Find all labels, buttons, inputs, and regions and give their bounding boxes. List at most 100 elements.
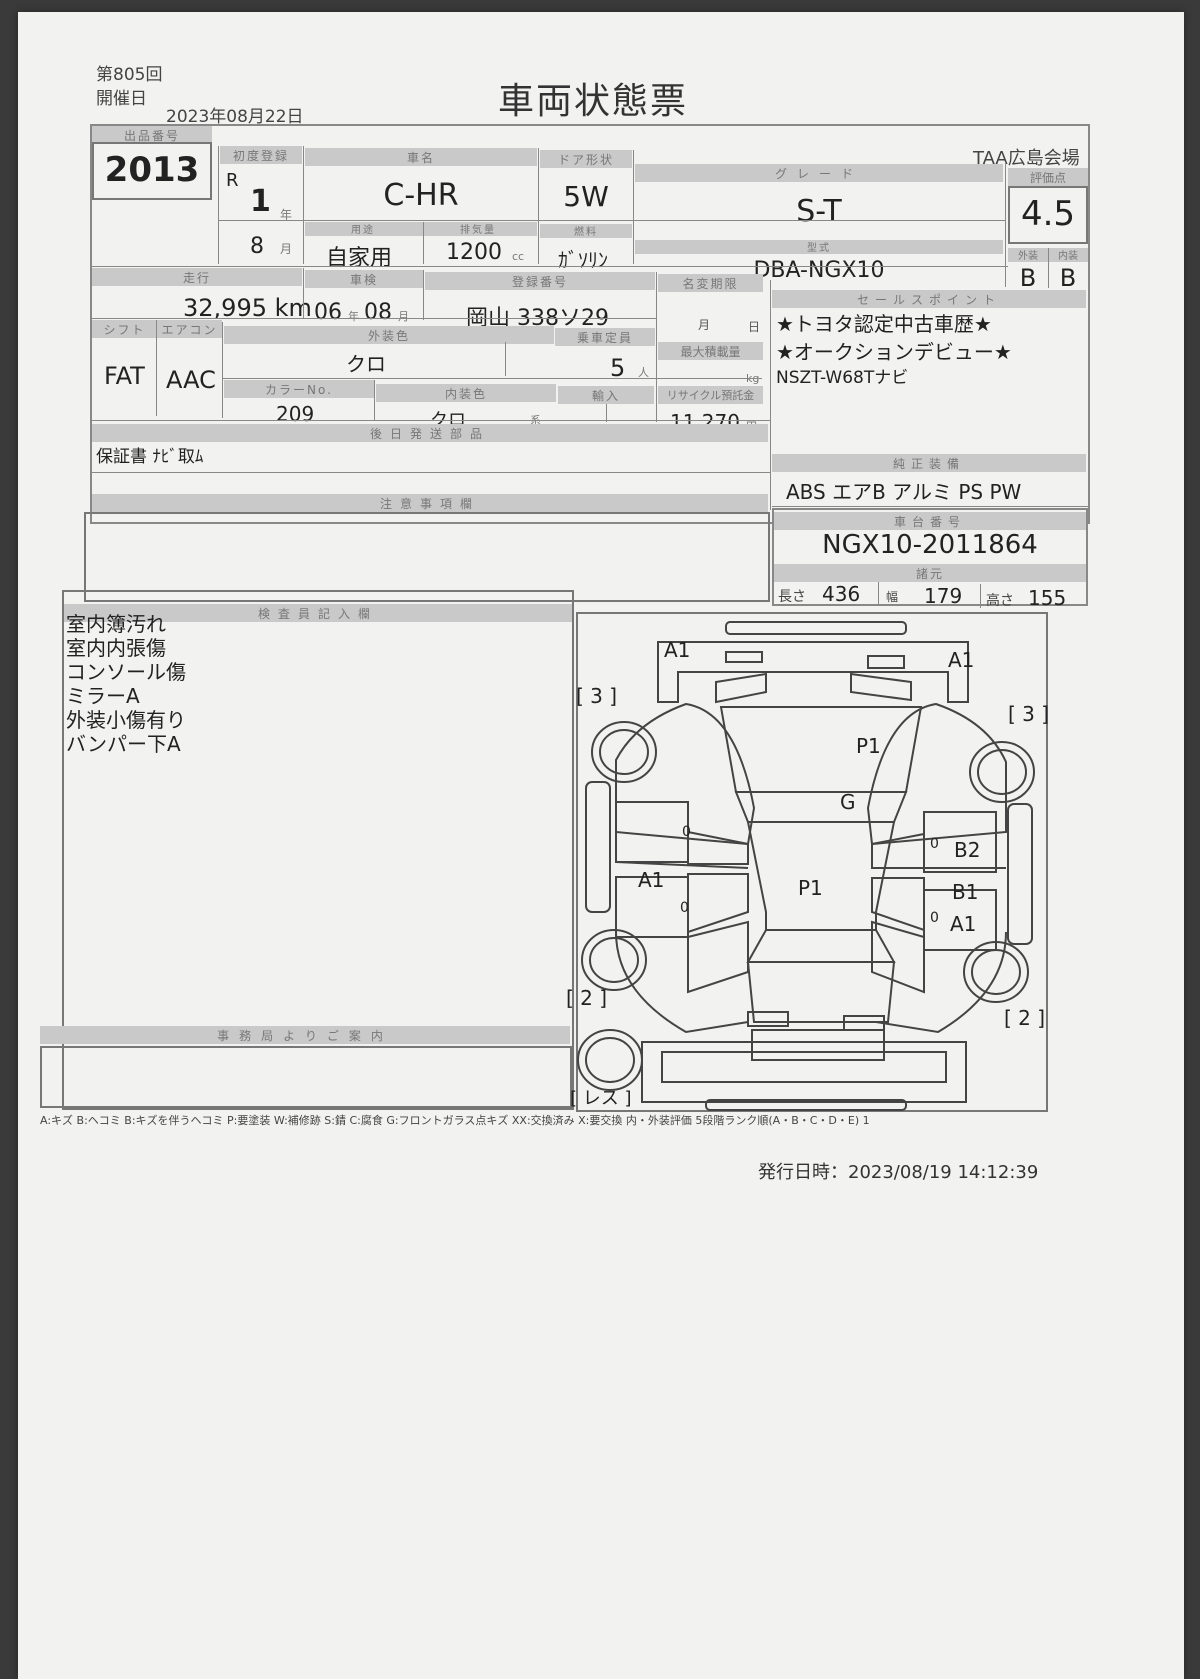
damage-zero-left-rear: 0 [680,900,689,916]
length-label: 長さ [778,589,806,605]
lot-no-label: 出品番号 [123,129,180,143]
model-code: DBA-NGX10 [753,258,885,283]
exterior-color: クロ [346,352,386,376]
height-label: 高さ [986,593,1014,609]
chassis-label: 車台番号 [893,515,966,529]
year-unit: 年 [280,208,293,222]
std-equipment-label: 純正装備 [892,457,965,471]
era: R [226,170,239,191]
tire-front-left: [ 3 ] [576,684,618,708]
office-label: 事務局よりご案内 [217,1029,393,1043]
height: 155 [1028,586,1067,610]
damage-a1-front-right: A1 [948,648,975,672]
lot-number: 2013 [104,150,200,190]
mileage: 32,995 km [183,294,312,322]
color-no-label: カラーNo. [265,383,333,397]
chassis-box [772,508,1088,606]
aircon-type: AAC [166,366,216,394]
inspector-note-2: 室内内張傷 [66,636,166,660]
damage-zero-right-front: 0 [930,836,939,852]
sales-points: ★トヨタ認定中古車歴★ ★オークションデビュー★ NSZT-W68Tナビ [776,312,1012,390]
car-name: C-HR [383,178,459,213]
door-label: ドア形状 [557,153,614,167]
damage-p1-hood: P1 [856,734,881,758]
width-label: 幅 [886,590,899,604]
shift-type: FAT [104,362,145,390]
inspection-month: 08 [364,300,392,325]
recycle-label: リサイクル預託金 [666,389,755,402]
notes-area [84,512,770,602]
ext-color-label: 外装色 [367,329,410,343]
reg-no-label: 登録番号 [511,275,568,289]
venue-name: TAA広島会場 [973,148,1080,169]
inspector-notes: 室内簿汚れ 室内内張傷 コンソール傷 ミラーA 外装小傷有り バンパー下A [66,612,186,756]
condition-sheet: 第805回 開催日 2023年08月22日 車両状態票 TAA広島会場 出品番号… [18,12,1184,1679]
inspector-note-6: バンパー下A [66,732,181,756]
person-unit: 人 [638,366,649,379]
damage-zero-right-rear: 0 [930,910,939,926]
shift-label: シフト [103,323,146,337]
interior-label: 内装 [1058,251,1078,262]
session-number: 第805回 [96,65,163,85]
inspector-note-3: コンソール傷 [66,660,186,684]
inspection-year: 06 [314,300,342,325]
standard-equipment: ABS エアB アルミ PS PW [786,480,1022,504]
damage-a1-right-door: A1 [950,912,977,936]
usage: 自家用 [326,246,393,271]
auction-score: 4.5 [1020,194,1076,234]
issued-datetime: 発行日時：2023/08/19 14:12:39 [758,1162,1039,1183]
inspector-label: 検査員記入欄 [257,607,378,621]
inspection-month-unit: 月 [398,310,409,323]
tire-rear-right: [ 2 ] [1004,1006,1046,1030]
damage-a1-left-door: A1 [638,868,665,892]
name-change-day: 日 [748,320,761,334]
int-color-label: 内装色 [444,387,487,401]
import-label: 輸入 [591,389,620,403]
reg-month: 8 [250,234,264,259]
grade-label: グレード [774,167,863,181]
inspector-note-5: 外装小傷有り [66,708,186,732]
sheet-title: 車両状態票 [498,81,689,122]
interior-grade: B [1059,264,1077,292]
tire-rear-left: [ 2 ] [566,986,608,1010]
displacement-label: 排気量 [460,225,496,236]
width: 179 [924,584,963,608]
car-name-label: 車名 [406,151,435,165]
later-parts-label: 後日発送部品 [369,427,490,441]
exterior-label: 外装 [1018,251,1038,262]
inspector-note-4: ミラーA [66,684,140,708]
mileage-label: 走行 [182,271,211,285]
car-outline [577,621,1035,1111]
fuel: ｶﾞｿﾘﾝ [558,248,608,272]
usage-label: 用途 [351,225,375,236]
sales-point-label: セールスポイント [856,293,1001,307]
damage-a1-front-left: A1 [664,638,691,662]
exterior-grade: B [1019,264,1037,292]
sales-point-2: ★オークションデビュー★ [776,340,1012,364]
damage-b2-right: B2 [954,838,981,862]
auction-date: 2023年08月22日 [166,107,304,127]
spare-tire: [ レス ] [570,1088,632,1109]
inspection-year-unit: 年 [348,310,359,323]
name-change-month: 月 [698,318,711,332]
chassis-number: NGX10-2011864 [822,530,1038,560]
notes-label: 注意事項欄 [379,497,480,511]
sales-point-3: NSZT-W68Tナビ [776,368,909,388]
date-label: 開催日 [96,89,147,109]
inspector-note-1: 室内簿汚れ [66,612,166,636]
damage-g-windshield: G [840,790,856,814]
damage-legend: A:キズ B:ヘコミ B:キズを伴うヘコミ P:要塗装 W:補修跡 S:錆 C:… [40,1114,870,1127]
damage-b1-right: B1 [952,880,979,904]
score-label: 評価点 [1029,171,1066,185]
displacement: 1200 [446,240,502,265]
grade: S-T [796,194,842,229]
damage-zero-left-front: 0 [682,824,691,840]
length: 436 [822,582,861,606]
tire-front-right: [ 3 ] [1008,702,1050,726]
month-unit: 月 [280,242,293,256]
later-parts: 保証書 ﾅﾋﾞ取ﾑ [96,447,204,467]
inspector-box [62,590,574,1110]
max-load-label: 最大積載量 [680,345,741,359]
fuel-label: 燃料 [574,227,598,238]
door-type: 5W [563,180,609,213]
